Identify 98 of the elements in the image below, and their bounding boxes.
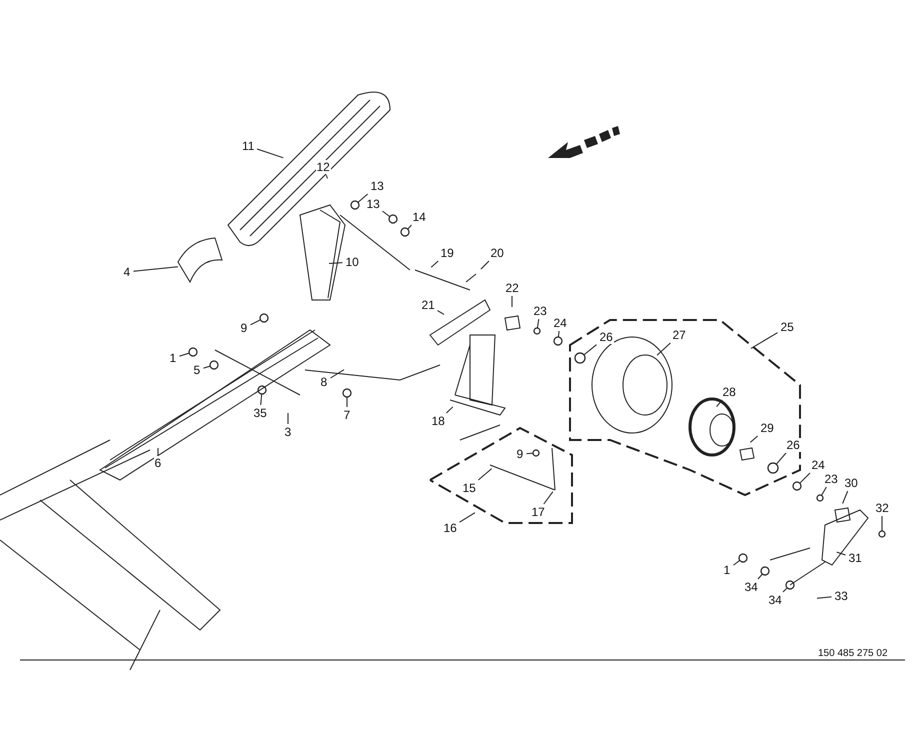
callout-number: 24 xyxy=(810,458,826,472)
leader-line xyxy=(716,400,723,408)
callout-number: 18 xyxy=(430,414,446,428)
callout-number: 27 xyxy=(672,328,687,342)
leader-line xyxy=(842,490,848,504)
leader-line xyxy=(328,262,343,264)
ring-icon xyxy=(400,227,410,237)
callout-number: 21 xyxy=(420,298,436,312)
ring-icon xyxy=(785,580,795,590)
callout-number: 6 xyxy=(154,456,162,470)
callout-number: 8 xyxy=(320,375,328,389)
ring-icon xyxy=(767,462,779,474)
drawing-number: 150 485 275 02 xyxy=(818,648,888,660)
leader-line xyxy=(446,406,454,414)
ring-icon xyxy=(574,352,586,364)
callout-number: 34 xyxy=(768,593,783,607)
ring-icon xyxy=(532,449,540,457)
callout-number: 5 xyxy=(192,363,202,377)
leader-line xyxy=(656,342,671,356)
leader-line xyxy=(330,369,344,378)
leader-line xyxy=(558,330,560,338)
callout-number: 28 xyxy=(722,385,737,399)
callout-number: 16 xyxy=(442,521,458,535)
callout-number: 9 xyxy=(516,447,524,461)
leader-line xyxy=(536,318,540,328)
callout-number: 3 xyxy=(284,425,292,439)
callout-number: 25 xyxy=(780,320,795,334)
leader-line xyxy=(250,319,261,326)
ring-icon xyxy=(878,530,886,538)
leader-line xyxy=(478,468,492,480)
leader-line xyxy=(133,266,178,272)
leader-line xyxy=(346,396,348,408)
callout-number: 30 xyxy=(844,476,859,490)
ring-icon xyxy=(738,553,748,563)
ring-icon xyxy=(209,360,219,370)
leader-line xyxy=(583,344,597,356)
ring-icon xyxy=(350,200,360,210)
callout-number: 32 xyxy=(874,501,890,515)
ring-icon xyxy=(792,481,802,491)
leader-line xyxy=(733,560,740,566)
callout-number: 10 xyxy=(344,255,360,269)
leader-line xyxy=(358,194,368,203)
ring-icon xyxy=(388,214,398,224)
ring-icon xyxy=(553,336,563,346)
leader-line xyxy=(816,596,832,599)
callout-number: 13 xyxy=(370,179,385,193)
leader-line xyxy=(526,452,534,454)
callout-number: 9 xyxy=(240,321,248,335)
leader-line xyxy=(256,148,284,158)
callout-number: 1 xyxy=(168,351,178,365)
ring-icon xyxy=(533,327,541,335)
ring-icon xyxy=(342,388,352,398)
leader-line xyxy=(836,552,846,556)
callout-number: 23 xyxy=(824,472,839,486)
callout-number: 31 xyxy=(848,551,863,565)
leader-line xyxy=(750,436,758,443)
leader-line xyxy=(480,260,490,270)
leader-line xyxy=(260,394,262,406)
callout-number: 35 xyxy=(252,406,268,420)
callout-number: 12 xyxy=(316,160,331,174)
callout-number: 4 xyxy=(122,265,132,279)
leader-line xyxy=(437,310,444,315)
leader-line xyxy=(776,452,786,465)
callout-number: 23 xyxy=(532,304,548,318)
leader-line xyxy=(326,174,328,179)
ring-icon xyxy=(259,313,269,323)
callout-number: 1 xyxy=(722,563,732,577)
ring-icon xyxy=(188,347,198,357)
leader-line xyxy=(203,366,211,369)
callout-number: 7 xyxy=(342,408,352,422)
callout-number: 26 xyxy=(786,438,801,452)
leader-line xyxy=(750,332,778,349)
ring-icon xyxy=(257,385,267,395)
leader-line xyxy=(459,512,476,523)
leader-line xyxy=(430,260,439,268)
callout-number: 11 xyxy=(241,139,256,153)
leader-line xyxy=(799,472,810,484)
callout-number: 34 xyxy=(744,580,759,594)
leader-line xyxy=(543,491,554,504)
leader-line xyxy=(382,210,390,218)
leader-line xyxy=(782,587,788,592)
leader-line xyxy=(758,574,763,580)
callout-number: 33 xyxy=(834,589,849,603)
leader-line xyxy=(179,352,190,357)
callout-number: 22 xyxy=(504,281,520,295)
callout-number: 17 xyxy=(530,505,546,519)
callout-number: 14 xyxy=(412,210,427,224)
ring-icon xyxy=(760,566,770,576)
callout-number: 13 xyxy=(366,197,381,211)
callout-number: 15 xyxy=(462,481,477,495)
callout-number: 24 xyxy=(552,316,568,330)
leader-line xyxy=(821,486,827,496)
callout-number: 19 xyxy=(440,246,455,260)
ring-icon xyxy=(816,494,824,502)
callout-number: 20 xyxy=(490,246,505,260)
callout-number: 29 xyxy=(760,421,775,435)
leader-line xyxy=(407,224,412,230)
callout-number: 26 xyxy=(598,330,614,344)
